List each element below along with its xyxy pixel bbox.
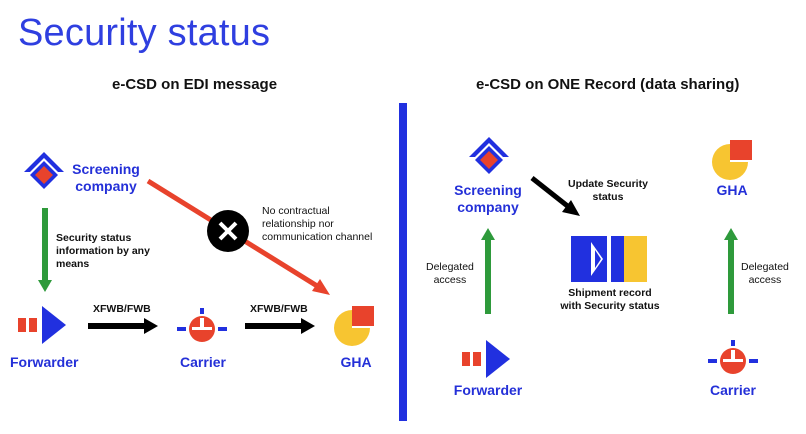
security-info-arrow [38,208,52,292]
gha-icon [334,306,374,346]
carrier-to-gha-arrow [245,318,315,334]
left-forwarder-label: Forwarder [10,354,79,370]
left-screening-label: Screening company [72,161,140,194]
forwarder-icon [18,306,66,344]
security-info-note: Security status information by any means [56,232,150,270]
no-relationship-note: No contractual relationship nor communic… [262,205,373,243]
left-heading: e-CSD on EDI message [112,76,278,93]
right-carrier-label: Carrier [710,382,756,398]
cross-icon [207,210,249,252]
left-carrier-label: Carrier [180,354,226,370]
delegated-arrow-left [481,228,495,314]
screening-icon [24,152,64,189]
shipment-record-icon [571,236,647,282]
forwarder-icon [462,340,510,378]
right-heading: e-CSD on ONE Record (data sharing) [476,76,740,93]
left-gha-label: GHA [340,354,372,370]
right-gha-label: GHA [716,182,748,198]
right-screening-label: Screening company [454,182,522,215]
msg1-label: XFWB/FWB [93,303,151,315]
right-forwarder-label: Forwarder [453,382,523,398]
forwarder-to-carrier-arrow [88,318,158,334]
shipment-record-note: Shipment record with Security status [560,287,660,312]
screening-icon [469,137,509,174]
carrier-icon [708,340,758,374]
delegated-arrow-right [724,228,738,314]
msg2-label: XFWB/FWB [250,303,308,315]
page-title: Security status [18,12,271,54]
carrier-icon [177,308,227,342]
section-divider [399,103,407,421]
gha-icon [712,140,752,180]
delegated-note-right: Delegated access [741,261,789,286]
update-status-note: Update Security status [568,178,648,203]
delegated-note-left: Delegated access [426,261,474,286]
